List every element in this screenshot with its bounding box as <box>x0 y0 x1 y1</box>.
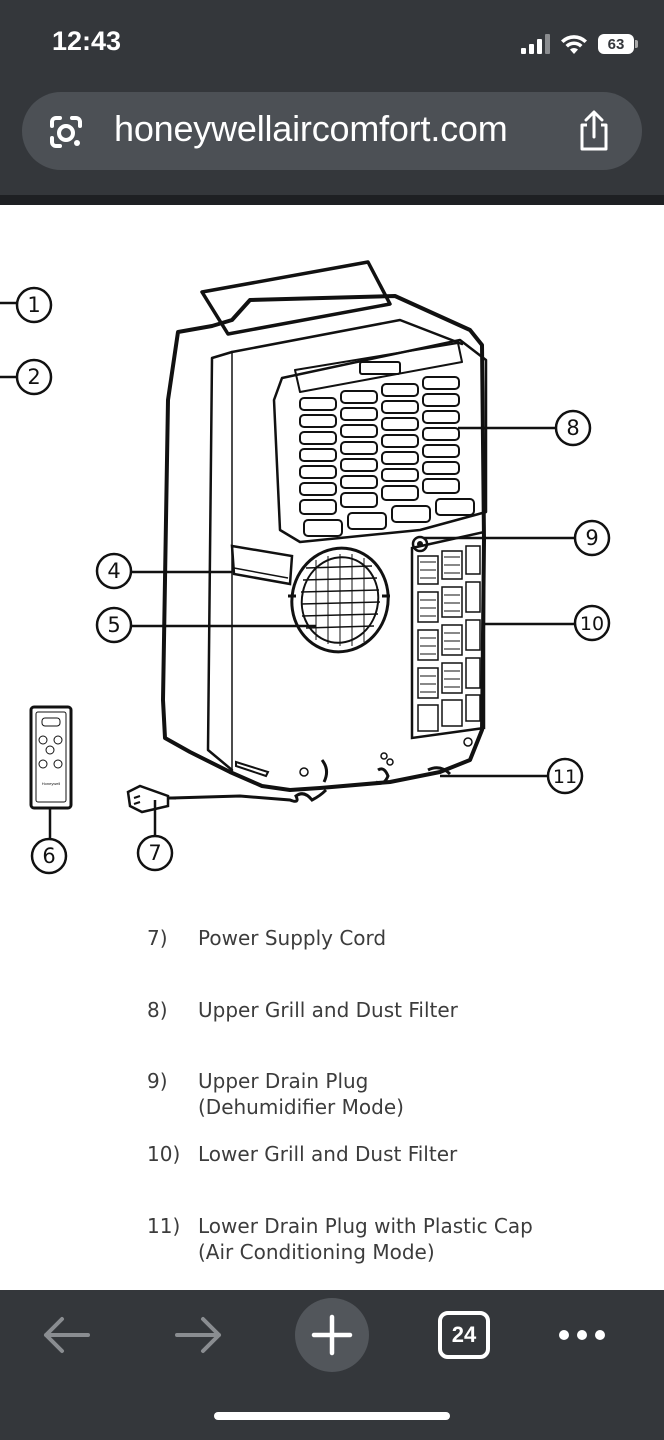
callout-10-circle <box>573 604 611 642</box>
callout-4-circle <box>95 552 133 590</box>
legend-text: (Dehumidifier Mode) <box>198 1095 404 1119</box>
google-lens-icon[interactable] <box>46 112 86 152</box>
callout-8-label: 8 <box>566 416 579 440</box>
forward-arrow-icon[interactable] <box>173 1315 225 1355</box>
url-text[interactable]: honeywellaircomfort.com <box>114 108 508 149</box>
callout-10-label: 10 <box>580 613 604 635</box>
legend-text: Upper Drain Plug <box>198 1069 369 1093</box>
legend-number: 9) <box>147 1069 168 1093</box>
legend-number: 7) <box>147 926 168 950</box>
callout-1-circle <box>15 286 53 324</box>
callout-5-circle <box>95 606 133 644</box>
callout-6-label: 6 <box>42 844 55 868</box>
wifi-icon <box>561 35 587 54</box>
plus-icon[interactable] <box>294 1297 370 1373</box>
legend-text: (Air Conditioning Mode) <box>198 1240 435 1264</box>
callout-8-circle <box>554 409 592 447</box>
legend-text: Upper Grill and Dust Filter <box>198 998 458 1022</box>
callout-6-circle <box>30 837 68 875</box>
callout-5-label: 5 <box>107 613 120 637</box>
status-time: 12:43 <box>52 26 122 56</box>
legend-text: Power Supply Cord <box>198 926 387 950</box>
callout-2-circle <box>15 358 53 396</box>
share-icon[interactable] <box>574 110 614 152</box>
tabs-icon[interactable]: 24 <box>438 1311 490 1359</box>
air-conditioner-diagram: Honeywell 1 2 4 5 6 7 8 9 10 11 <box>0 260 611 875</box>
signal-icon <box>521 34 550 54</box>
chrome-divider <box>0 195 664 205</box>
callout-9-circle <box>573 519 611 557</box>
more-icon[interactable] <box>556 1326 608 1344</box>
callout-7-label: 7 <box>148 841 161 865</box>
legend-text: Lower Drain Plug with Plastic Cap <box>198 1214 533 1238</box>
callout-4-label: 4 <box>107 559 120 583</box>
legend-number: 11) <box>147 1214 181 1238</box>
back-arrow-icon[interactable] <box>40 1315 92 1355</box>
callout-7-circle <box>136 834 174 872</box>
callout-1-label: 1 <box>27 293 40 317</box>
callout-2-label: 2 <box>27 365 40 389</box>
callout-9-label: 9 <box>585 526 598 550</box>
remote-brand-logo: Honeywell <box>42 781 61 786</box>
callout-11-label: 11 <box>553 766 577 788</box>
status-icons: 63 <box>520 30 638 58</box>
home-indicator[interactable] <box>214 1412 450 1420</box>
callout-11-circle <box>546 757 584 795</box>
battery-indicator: 63 <box>598 34 638 54</box>
legend-text: Lower Grill and Dust Filter <box>198 1142 458 1166</box>
legend-number: 10) <box>147 1142 181 1166</box>
legend-number: 8) <box>147 998 168 1022</box>
address-bar[interactable]: honeywellaircomfort.com <box>22 92 642 170</box>
